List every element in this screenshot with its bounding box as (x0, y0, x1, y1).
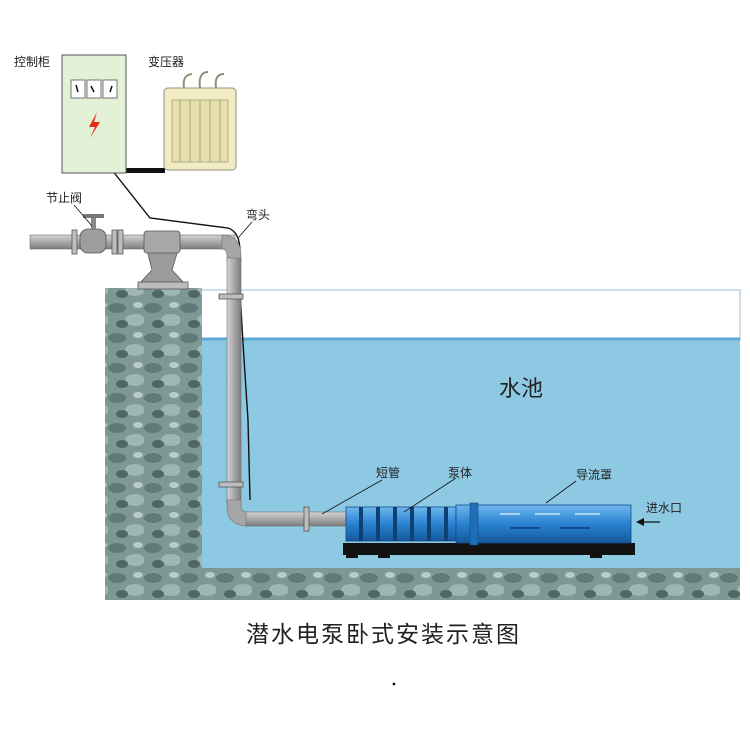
pump-stand (137, 230, 189, 290)
label-short-pipe: 短管 (376, 465, 400, 480)
label-control-cabinet: 控制柜 (14, 55, 50, 69)
transformer (163, 71, 237, 171)
label-pool: 水池 (499, 377, 543, 402)
label-flow-shroud: 导流罩 (576, 468, 612, 482)
label-valve: 节止阀 (46, 191, 82, 205)
control-cabinet (61, 54, 127, 174)
pipe-flanges (71, 229, 310, 532)
rock-wall (105, 288, 740, 600)
valve (79, 214, 107, 254)
lightning-icon (89, 112, 100, 138)
leader-lines (73, 204, 577, 515)
dot-mark (392, 682, 396, 686)
cabinet-transformer-link (125, 168, 165, 173)
submersible-pump (343, 502, 635, 558)
label-elbow: 弯头 (246, 207, 270, 222)
label-pump-body: 泵体 (448, 466, 472, 480)
inlet-arrow-icon (636, 518, 660, 526)
label-transformer: 变压器 (148, 54, 184, 69)
label-water-inlet: 进水口 (646, 501, 682, 515)
diagram-caption: 潜水电泵卧式安装示意图 (246, 622, 521, 648)
